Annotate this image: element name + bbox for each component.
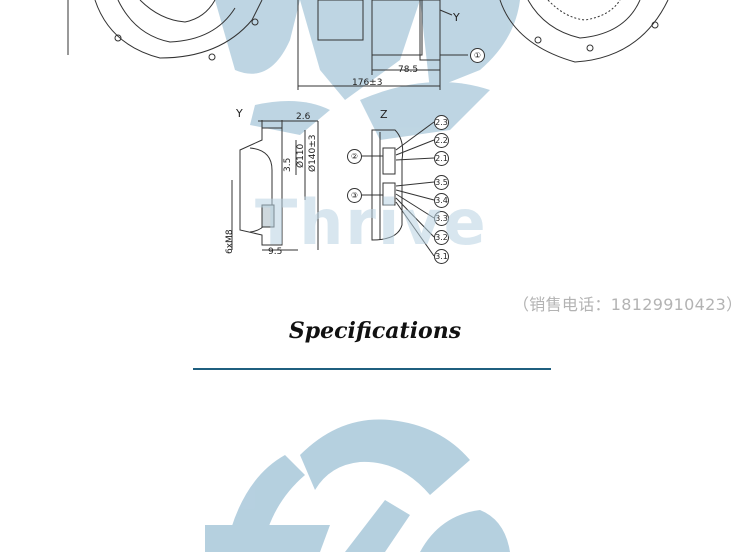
callout-3-5: 3.5 bbox=[434, 175, 449, 190]
left-housing bbox=[67, 0, 263, 61]
dim-176: 176±3 bbox=[352, 78, 383, 88]
callout-1: ① bbox=[470, 48, 485, 63]
callout-2: ② bbox=[347, 149, 362, 164]
section-divider bbox=[193, 368, 551, 370]
callout-3-3: 3.3 bbox=[434, 211, 449, 226]
dim-dia-140: Ø140±3 bbox=[308, 134, 318, 172]
callout-3-1: 3.1 bbox=[434, 249, 449, 264]
dim-dia-110: Ø110 bbox=[296, 143, 306, 168]
view-y-drawing bbox=[231, 120, 319, 251]
dim-9-5: 9.5 bbox=[268, 247, 283, 257]
technical-drawing: 78.5 176±3 Y ① Y 2.6 3.5 Ø110 Ø140±3 9.5… bbox=[67, 0, 669, 264]
sales-phone: （销售电话：18129910423） bbox=[513, 295, 743, 314]
callout-2-3: 2.3 bbox=[434, 115, 449, 130]
watermark-logo-bottom-svg bbox=[205, 419, 510, 552]
view-z-label: Z bbox=[380, 108, 388, 121]
right-housing bbox=[499, 0, 669, 63]
dim-6xm8: 6xM8 bbox=[225, 229, 235, 254]
callout-3: ③ bbox=[347, 188, 362, 203]
callout-2-1: 2.1 bbox=[434, 151, 449, 166]
center-side-view bbox=[297, 0, 468, 90]
callout-2-2: 2.2 bbox=[434, 133, 449, 148]
watermark-logo-bottom bbox=[0, 400, 750, 552]
view-y-label: Y bbox=[236, 107, 243, 120]
section-title: Specifications bbox=[288, 318, 462, 344]
dim-3-5: 3.5 bbox=[283, 157, 293, 172]
watermark-text: Thrive bbox=[255, 186, 488, 259]
callout-3-4: 3.4 bbox=[434, 193, 449, 208]
watermark-logo bbox=[215, 0, 520, 140]
callout-3-2: 3.2 bbox=[434, 230, 449, 245]
dim-78-5: 78.5 bbox=[398, 65, 419, 75]
view-y-marker: Y bbox=[453, 11, 460, 24]
dim-2-6: 2.6 bbox=[296, 112, 311, 122]
view-z-drawing bbox=[362, 121, 435, 257]
technical-drawing-svg bbox=[67, 0, 669, 257]
